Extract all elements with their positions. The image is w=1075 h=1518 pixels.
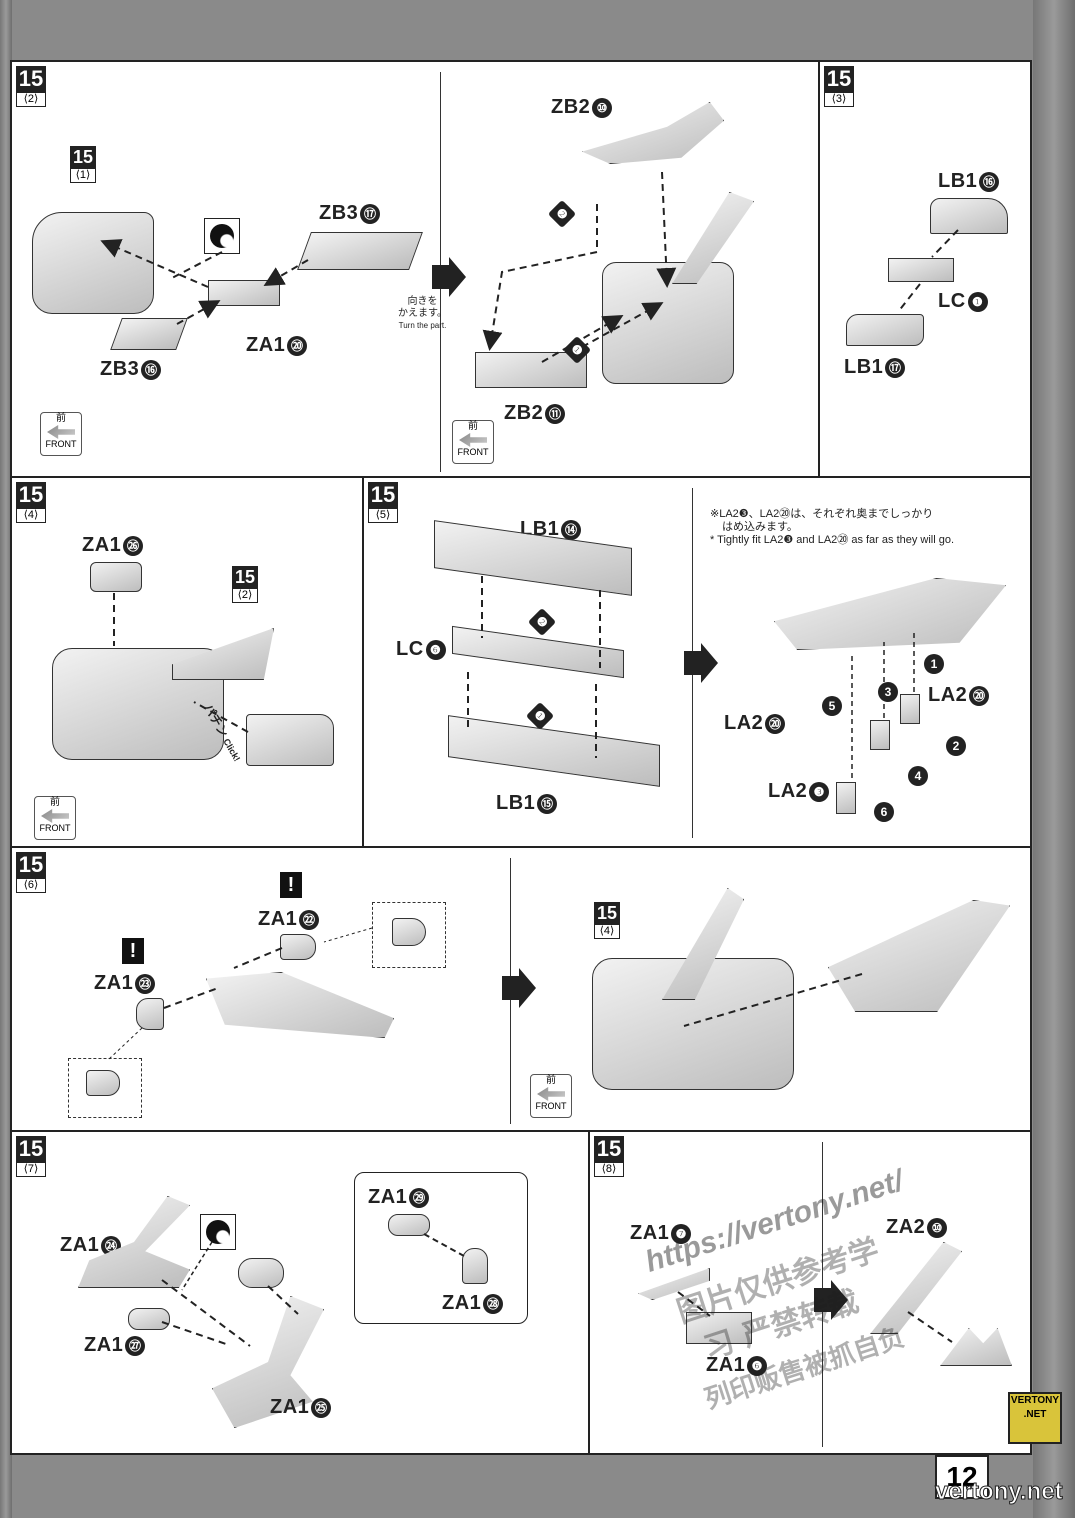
site-name: vertony.net (935, 1478, 1064, 1506)
sequence-badge-3: 3 (878, 682, 898, 702)
background-left-strip (0, 0, 12, 1518)
step-badge: 15⟨7⟩ (16, 1136, 46, 1177)
ref-step-15-4: 15⟨4⟩ (594, 902, 620, 939)
za1-27-part (128, 1308, 170, 1330)
lb1-16-part (930, 198, 1008, 234)
step-badge: 15⟨4⟩ (16, 482, 46, 523)
sequence-badge-4: 4 (908, 766, 928, 786)
za1-22-part (280, 934, 316, 960)
ball-joint-icon (200, 1214, 236, 1250)
join-arrow (683, 973, 863, 1027)
za1-28-part (462, 1248, 488, 1284)
step-badge: 15⟨6⟩ (16, 852, 46, 893)
ref-step-15-1: 15⟨1⟩ (70, 146, 96, 183)
turn-part-note: 向きをかえます。Turn the part. (398, 296, 447, 330)
za1-23-detail-part (86, 1070, 120, 1096)
vertony-logo: VERTONY .NET (1008, 1392, 1062, 1444)
lb1-17-part (846, 314, 924, 346)
assembly-arrows (161, 1241, 299, 1347)
za1-23-part (136, 998, 164, 1030)
sequence-badge-2: 2 (946, 736, 966, 756)
inset-arrow (423, 1233, 465, 1257)
lc1-part (888, 258, 954, 282)
step-badge: 15⟨8⟩ (594, 1136, 624, 1177)
za1-22-detail-part (392, 918, 426, 946)
assembly-arrows-right (482, 171, 677, 363)
assembly-arrows (897, 229, 959, 313)
step-badge: 15⟨2⟩ (16, 66, 46, 107)
ref-step-15-2: 15⟨2⟩ (232, 566, 258, 603)
caution-icon: ! (280, 872, 302, 898)
zb2-11-part (475, 352, 587, 388)
ball-joint-icon (204, 218, 240, 254)
assembly-arrows (107, 927, 373, 1061)
step-badge: 15⟨3⟩ (824, 66, 854, 107)
fit-note: ※LA2❸、LA2⑳は、それぞれ奥までしっかり はめ込みます。 * Tightl… (710, 508, 955, 546)
za1-29-part (388, 1214, 430, 1236)
sequence-badge-6: 6 (874, 802, 894, 822)
insertion-arrows (851, 630, 915, 778)
la2-3-part (836, 782, 856, 814)
side-armor-part (246, 714, 334, 766)
step-badge: 15⟨5⟩ (368, 482, 398, 523)
za1-6-part (686, 1312, 752, 1344)
assembly-arrows (467, 576, 601, 758)
page-number: 12 (935, 1455, 989, 1499)
caution-icon: ! (122, 938, 144, 964)
sequence-badge-5: 5 (822, 696, 842, 716)
za1-26-part (90, 562, 142, 592)
assembly-arrows (113, 593, 249, 733)
assembly-arrows (100, 239, 309, 325)
head-assembly-part (32, 212, 154, 314)
assembly-arrows (677, 1291, 953, 1343)
sequence-badge-1: 1 (924, 654, 944, 674)
la2-20-part-a (900, 694, 920, 724)
background-right-strip (1033, 0, 1075, 1518)
joint-parts (238, 1258, 284, 1288)
la2-20-part-b (870, 720, 890, 750)
